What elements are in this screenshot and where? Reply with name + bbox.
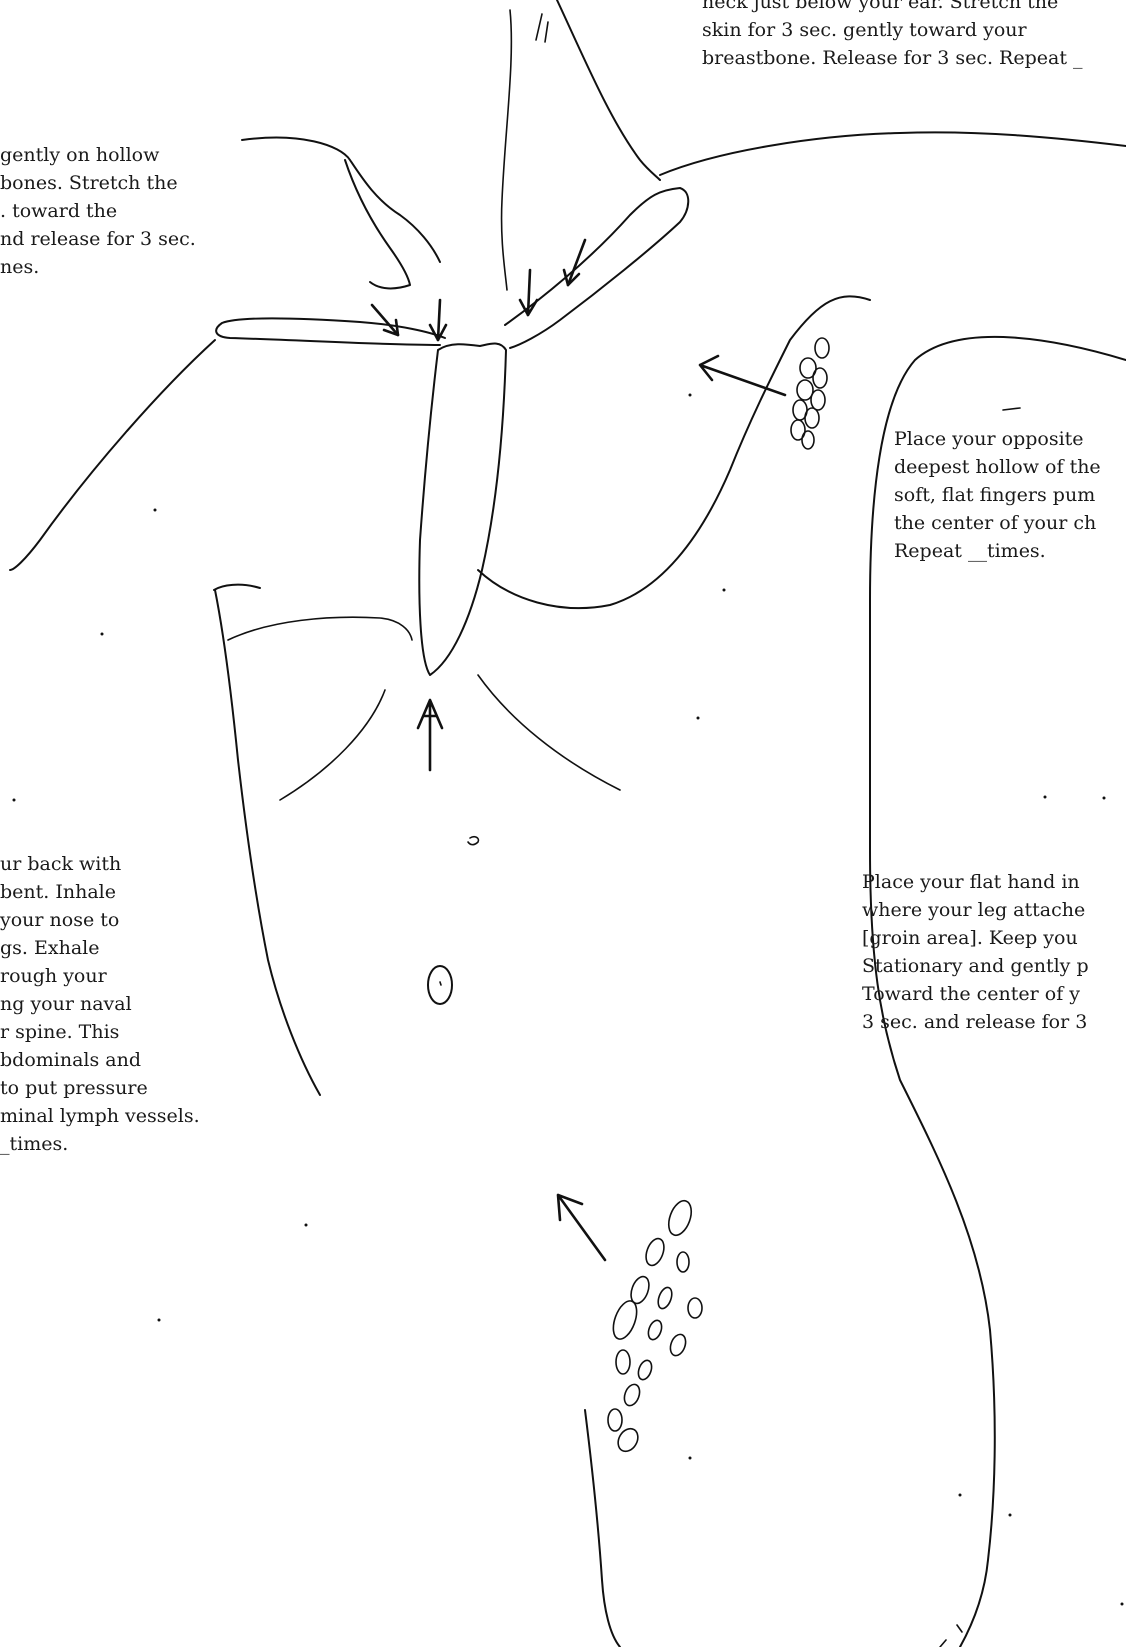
left-arm-outline <box>215 590 320 1095</box>
left-armpit-curve <box>214 585 260 590</box>
right-rib-curve <box>478 675 620 790</box>
right-torso-outline <box>478 296 870 608</box>
right-clavicle <box>505 188 688 348</box>
navel-dot <box>440 982 441 985</box>
left-trapezius <box>345 160 410 288</box>
navel <box>428 966 452 1004</box>
thigh-outline <box>585 1410 620 1647</box>
armpit-caption-dash <box>1003 408 1020 410</box>
neck-tick <box>536 14 548 42</box>
sternum <box>419 344 506 676</box>
collarbone-instruction-caption: gently on hollow bones. Stretch the . to… <box>0 141 196 281</box>
right-shoulder-line <box>660 132 1126 175</box>
left-pectoral <box>228 617 412 640</box>
neck-center-line <box>502 10 512 290</box>
left-torso-outline <box>10 340 215 570</box>
small-marks <box>940 1625 962 1647</box>
neck-instruction-caption: neck just below your ear. Stretch the sk… <box>702 0 1083 72</box>
abdominal-arrow <box>418 700 442 770</box>
armpit-instruction-caption: Place your opposite deepest hollow of th… <box>894 425 1101 565</box>
groin-lymph-nodes <box>608 1198 702 1455</box>
armpit-lymph-nodes <box>791 338 829 449</box>
neck-left-outline <box>242 138 440 262</box>
neck-right-outline <box>557 0 660 180</box>
left-clavicle <box>216 318 445 345</box>
breathing-instruction-caption: ur back with bent. Inhale your nose to g… <box>0 850 200 1158</box>
left-rib-curve <box>280 690 385 800</box>
solar-plexus-mark <box>468 837 478 845</box>
groin-arrow <box>558 1195 605 1260</box>
groin-instruction-caption: Place your flat hand in where your leg a… <box>862 868 1089 1036</box>
